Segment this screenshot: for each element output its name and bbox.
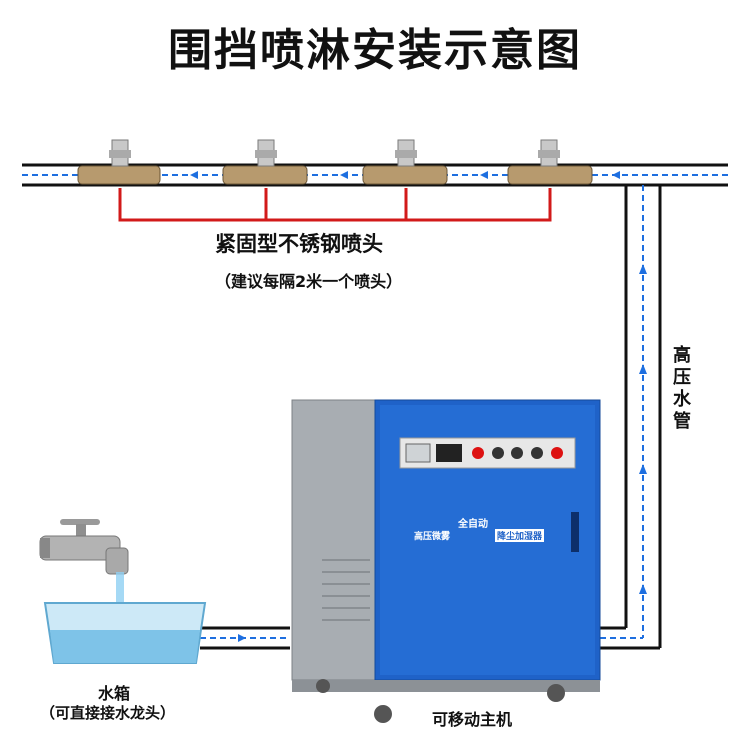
- diagram-title: 围挡喷淋安装示意图: [168, 25, 582, 76]
- flow-arrow-icon: [612, 171, 620, 179]
- nozzle-icon: [507, 139, 593, 185]
- flow-arrow-icon: [639, 264, 647, 274]
- machine-outlet-pipe: [600, 626, 660, 650]
- nozzle-icon: [222, 139, 308, 185]
- nozzle-icon: [77, 139, 161, 185]
- machine-product-badge: 降尘加湿器: [495, 529, 545, 542]
- flow-arrow-icon: [639, 364, 647, 374]
- vertical-pipe: [624, 185, 662, 648]
- flow-arrow-icon: [340, 171, 348, 179]
- nozzle-spacing-note: （建议每隔2米一个喷头）: [215, 272, 403, 291]
- flow-arrow-icon: [480, 171, 488, 179]
- water-tank-icon: [43, 602, 207, 664]
- high-pressure-pipe-label: 高压水管: [673, 345, 691, 432]
- machine-auto-label: 全自动: [458, 519, 488, 530]
- top-flow-arrows: [190, 171, 620, 179]
- flow-arrow-icon: [639, 464, 647, 474]
- faucet-connection-note: （可直接接水龙头）: [40, 704, 176, 722]
- nozzle-bracket: [118, 188, 552, 222]
- flow-arrow-icon: [238, 634, 246, 642]
- flow-arrow-icon: [190, 171, 198, 179]
- flow-arrow-icon: [639, 584, 647, 594]
- machine-label: 可移动主机: [432, 710, 513, 729]
- vertical-flow-arrows: [639, 264, 647, 594]
- pump-machine-icon: [291, 399, 601, 723]
- water-tank-label: 水箱: [98, 684, 131, 703]
- machine-product-label: 高压微雾: [414, 532, 451, 542]
- nozzle-icon: [362, 139, 448, 185]
- nozzle-label: 紧固型不锈钢喷头: [215, 232, 383, 256]
- inlet-pipe: [200, 626, 290, 650]
